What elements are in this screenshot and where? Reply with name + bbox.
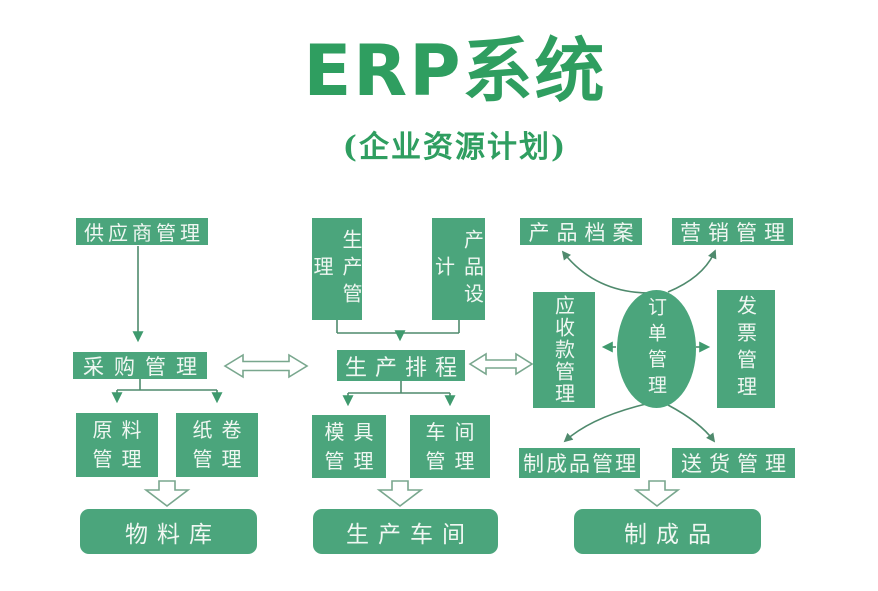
node-order-management: 订单管理 — [617, 290, 696, 408]
node-paper-roll-management: 纸卷 管理 — [176, 413, 258, 477]
arrow-order-to-delivery — [667, 404, 716, 443]
node-product-archive: 产品档案 — [520, 218, 642, 245]
node-raw-material-management: 原料 管理 — [76, 413, 158, 477]
node-purchasing-management: 采购管理 — [73, 352, 207, 379]
merge-production-design — [336, 320, 460, 334]
page-subtitle: (企业资源计划) — [342, 130, 568, 165]
node-finished-goods: 制成品 — [574, 509, 761, 554]
arrow-order-to-product-archive — [561, 250, 651, 294]
node-workshop-management: 车间 管理 — [410, 415, 490, 478]
node-production-management: 生产管理 — [310, 218, 363, 320]
node-material-warehouse: 物料库 — [80, 509, 257, 554]
node-line: 管理 — [192, 447, 251, 471]
block-arrow-to-production-workshop — [376, 480, 424, 508]
arrow-order-to-marketing — [667, 249, 717, 293]
node-line: 模具 — [324, 419, 383, 444]
double-arrow-scheduling-receivables — [468, 352, 534, 376]
branch-scheduling — [348, 381, 450, 394]
node-line: 原料 — [92, 418, 151, 442]
node-product-design: 产品设计 — [432, 218, 485, 320]
node-line: 车间 — [425, 419, 484, 444]
node-line: 纸卷 — [192, 418, 251, 442]
double-arrow-purchasing-scheduling — [223, 353, 309, 379]
node-production-scheduling: 生产排程 — [337, 350, 465, 381]
node-invoice-management: 发票管理 — [717, 290, 775, 408]
node-marketing-management: 营销管理 — [672, 218, 793, 245]
node-delivery-management: 送货管理 — [672, 448, 795, 478]
node-mold-management: 模具 管理 — [312, 415, 386, 478]
node-supplier-management: 供应商管理 — [76, 218, 208, 245]
node-line: 管理 — [425, 448, 484, 473]
page-title: ERP系统 — [303, 30, 607, 112]
node-receivables-management: 应收款管理 — [533, 292, 595, 408]
node-line: 管理 — [92, 447, 151, 471]
node-line: 管理 — [324, 448, 383, 473]
block-arrow-to-finished-goods — [633, 480, 681, 508]
node-finished-goods-management: 制成品管理 — [519, 448, 640, 478]
arrow-order-to-finished-mgmt — [563, 403, 647, 443]
branch-purchasing — [117, 378, 217, 391]
block-arrow-to-material-store — [143, 480, 191, 508]
node-production-workshop: 生产车间 — [313, 509, 498, 554]
